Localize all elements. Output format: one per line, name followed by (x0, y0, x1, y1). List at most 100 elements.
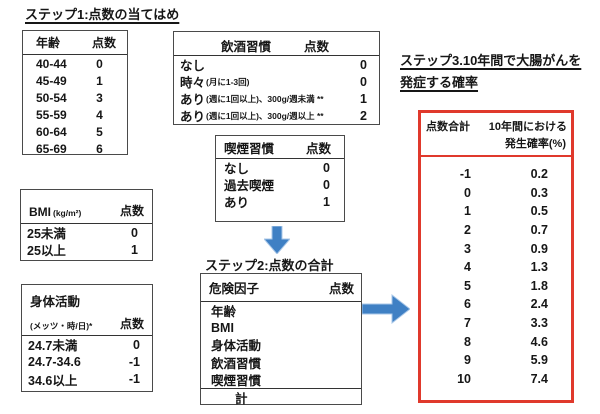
smoking-table-header: 喫煙習慣 点数 (216, 136, 344, 159)
probability-value: 0.2 (530, 167, 548, 182)
probability-value: 0.9 (530, 241, 548, 256)
smoking-level: 過去喫煙 (224, 179, 275, 193)
header-divider (421, 155, 571, 157)
risk-factor-label: BMI (211, 320, 234, 335)
probability-value: 5.9 (530, 353, 548, 368)
activity-table-header: (メッツ・時/日)* 点数 (22, 310, 152, 336)
drinking-score: 0 (360, 74, 367, 89)
score-column-header: 点数 (328, 282, 354, 296)
step3-title: ステップ3.10年間で大腸がんを 発症する確率 (400, 50, 581, 94)
bmi-unit-label: (kg/m²) (53, 208, 82, 218)
activity-score: -1 (128, 354, 140, 369)
score-column-header: 点数 (305, 141, 331, 156)
bmi-score: 1 (131, 242, 138, 257)
step2-title: ステップ2:点数の合計 (205, 258, 334, 273)
age-score: 6 (96, 141, 103, 156)
step3-title-line1: ステップ3.10年間で大腸がんを (400, 53, 582, 68)
activity-range: 24.7未満 (28, 339, 78, 354)
activity-score: -1 (128, 372, 140, 387)
drinking-level: 時々 (180, 76, 206, 90)
score-sum-table: 危険因子 点数 年齢 BMI 身体活動 飲酒習慣 喫煙習慣 計 (200, 273, 362, 407)
step1-title: ステップ1:点数の当てはめ (25, 7, 180, 22)
arrow-down-icon (264, 226, 290, 254)
risk-factor-label: 飲酒習慣 (211, 356, 262, 371)
probability-column-header-line1: 10年間における (488, 121, 567, 133)
total-score: 8 (464, 334, 471, 349)
probability-value: 1.8 (530, 278, 548, 293)
score-column-header: 点数 (119, 204, 144, 218)
age-score: 3 (96, 90, 103, 105)
probability-value: 7.4 (530, 371, 548, 386)
age-score: 1 (96, 73, 103, 88)
smoking-score: 0 (323, 177, 330, 192)
step3-title-line2: 発症する確率 (400, 75, 479, 90)
probability-value: 3.3 (530, 316, 548, 331)
drinking-column-header: 飲酒習慣 (221, 40, 272, 54)
risk-factor-label: 喫煙習慣 (211, 373, 262, 388)
activity-range: 34.6以上 (28, 373, 78, 388)
drinking-note: (週に1回以上)、300g/週以上 ** (206, 110, 324, 121)
total-score: 7 (464, 316, 471, 331)
drinking-score: 2 (360, 108, 367, 123)
age-score: 0 (96, 56, 103, 71)
total-score: 9 (464, 353, 471, 368)
smoking-column-header: 喫煙習慣 (224, 141, 275, 156)
table-row: 身体活動 (201, 336, 361, 353)
arrow-right-icon (362, 294, 410, 324)
age-range: 55-59 (36, 107, 67, 122)
activity-range: 24.7-34.6 (28, 354, 81, 369)
table-row: 飲酒習慣 (201, 354, 361, 371)
total-score: 0 (464, 185, 471, 200)
probability-table-header: 点数合計 10年間における (421, 113, 571, 134)
total-score: -1 (459, 167, 471, 182)
table-row: 24.7未満 0 (22, 336, 152, 354)
probability-value: 1.3 (530, 260, 548, 275)
table-row: 喫煙習慣 (201, 371, 361, 388)
bmi-score: 0 (131, 225, 138, 240)
bmi-range: 25未満 (27, 227, 66, 241)
total-score: 3 (464, 241, 471, 256)
smoking-score: 0 (323, 160, 330, 175)
table-row: あり(週に1回以上)、300g/週以上 ** 2 (174, 107, 379, 125)
table-row: 24.7-34.6 -1 (22, 353, 152, 370)
table-row: 34.6以上 -1 (22, 371, 152, 388)
probability-value: 2.4 (530, 297, 548, 312)
smoking-score: 1 (323, 194, 330, 209)
drinking-table-header: 飲酒習慣 点数 (174, 32, 379, 56)
probability-value: 0.5 (530, 204, 548, 219)
drinking-score: 0 (360, 57, 367, 72)
age-table-header: 年齢 点数 (23, 31, 127, 55)
sum-total-row: 計 (201, 387, 361, 407)
score-column-header: 点数 (119, 317, 144, 331)
activity-unit-label: (メッツ・時/日)* (30, 321, 93, 331)
activity-column-header: 身体活動 (30, 295, 81, 309)
bmi-table-header: BMI (kg/m²) 点数 (21, 190, 152, 224)
drinking-score: 1 (360, 91, 367, 106)
age-column-header: 年齢 (36, 36, 61, 50)
drinking-level: あり (180, 110, 206, 124)
physical-activity-table: 身体活動 (メッツ・時/日)* 点数 24.7未満 0 24.7-34.6 -1 3… (21, 284, 153, 392)
activity-score: 0 (133, 337, 140, 352)
age-score: 5 (96, 124, 103, 139)
drinking-note: (月に1-3回) (206, 76, 250, 87)
table-row: あり(週に1回以上)、300g/週未満 **1 (174, 90, 379, 108)
